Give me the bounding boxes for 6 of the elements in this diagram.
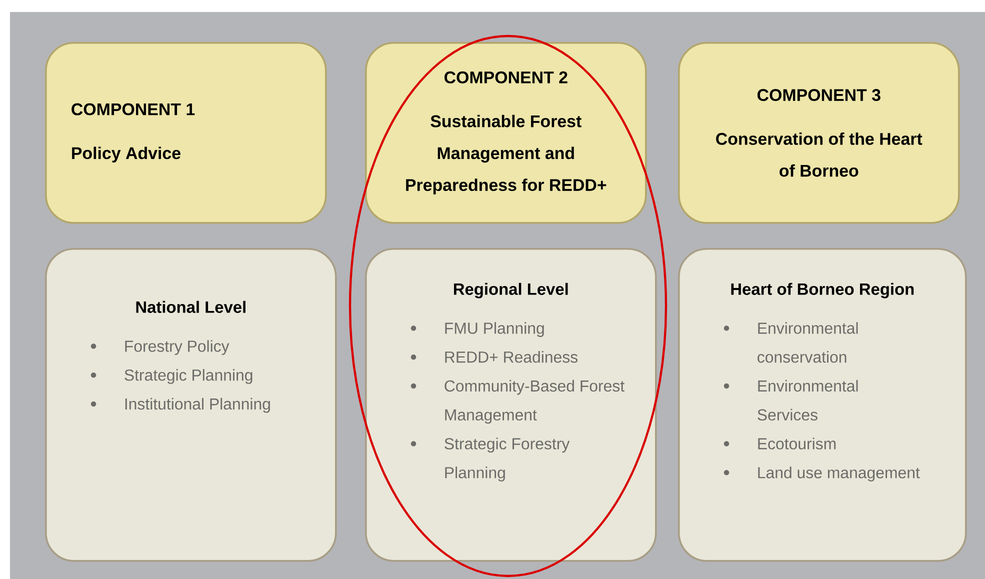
- component-box: COMPONENT 1 Policy Advice: [45, 42, 327, 224]
- level-box: National Level Forestry Policy Strategic Planning Institutional Planning: [45, 248, 337, 562]
- level-box: Heart of Borneo Region Environmental conservation Environmental Services Ecotourism Land use management: [678, 248, 967, 562]
- component-box: COMPONENT 2 Sustainable Forest Management and Preparedness for REDD+: [365, 42, 647, 224]
- component-box: COMPONENT 3 Conservation of the Heart of Borneo: [678, 42, 960, 224]
- level-box: Regional Level FMU Planning REDD+ Readiness Community-Based Forest Management Strategic Forestry Planning: [365, 248, 657, 562]
